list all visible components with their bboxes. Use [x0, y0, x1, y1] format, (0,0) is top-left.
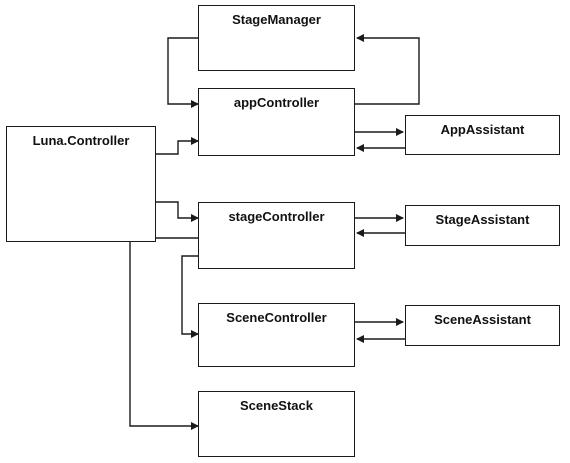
- arrow-appcontroller-to-stagemanager: [355, 34, 420, 105]
- app-controller-box: appController: [198, 88, 355, 156]
- app-assistant-box: AppAssistant: [405, 115, 560, 155]
- luna-controller-label: Luna.Controller: [32, 133, 130, 148]
- luna-controller-box: Luna.Controller: [6, 126, 156, 242]
- scene-stack-box: SceneStack: [198, 391, 355, 457]
- stage-assistant-box: StageAssistant: [405, 205, 560, 246]
- arrow-luna-to-appcontroller: [156, 137, 199, 155]
- scene-assistant-box: SceneAssistant: [405, 305, 560, 346]
- scene-controller-box: SceneController: [198, 303, 355, 367]
- stage-controller-box: stageController: [198, 202, 355, 269]
- arrow-stagecontroller-to-scenecontroller: [181, 255, 199, 338]
- app-controller-label: appController: [233, 95, 320, 110]
- app-assistant-label: AppAssistant: [440, 122, 525, 137]
- scene-assistant-label: SceneAssistant: [434, 312, 531, 327]
- scene-controller-label: SceneController: [226, 310, 327, 325]
- stage-manager-box: StageManager: [198, 5, 355, 71]
- arrow-stagecontroller-to-scenestack: [129, 237, 199, 430]
- arrow-luna-to-stagecontroller: [156, 201, 199, 222]
- stage-controller-label: stageController: [228, 209, 325, 224]
- stage-manager-label: StageManager: [232, 12, 321, 27]
- stage-assistant-label: StageAssistant: [435, 212, 530, 227]
- scene-stack-label: SceneStack: [240, 398, 313, 413]
- arrow-stagemanager-to-appcontroller: [167, 37, 199, 108]
